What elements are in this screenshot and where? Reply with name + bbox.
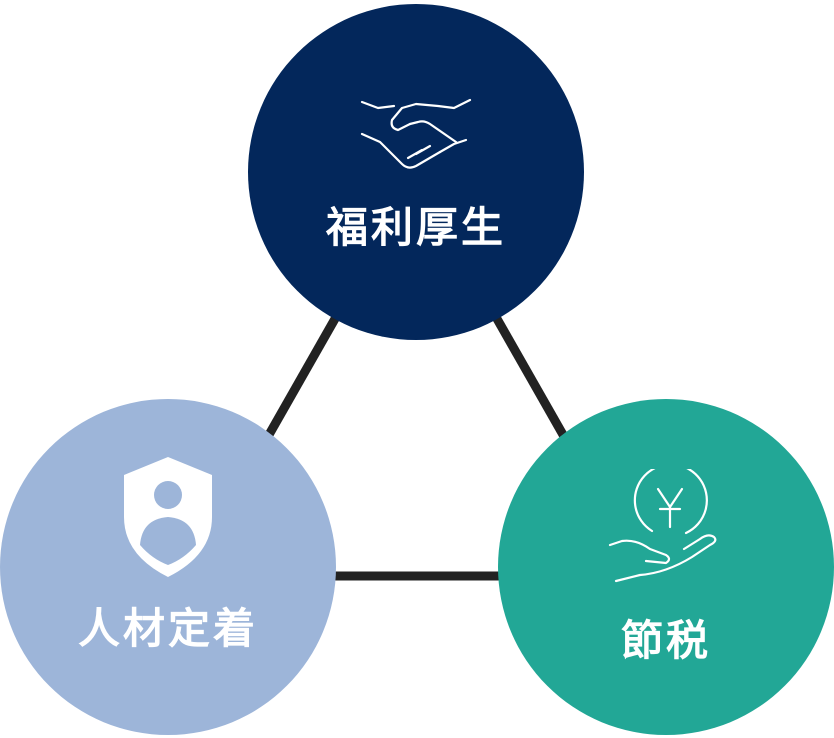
hand-yen-coin-icon	[608, 469, 717, 583]
welfare-label: 福利厚生	[325, 203, 506, 252]
shield-person-icon	[124, 457, 212, 577]
connector-top-right	[488, 307, 570, 443]
tax-node: 節税	[498, 399, 834, 735]
connector-top-left	[262, 307, 344, 443]
retention-label: 人材定着	[77, 604, 258, 653]
tax-label: 節税	[620, 616, 711, 665]
retention-node: 人材定着	[0, 399, 336, 735]
handshake-icon	[360, 98, 472, 169]
welfare-node: 福利厚生	[248, 4, 584, 340]
